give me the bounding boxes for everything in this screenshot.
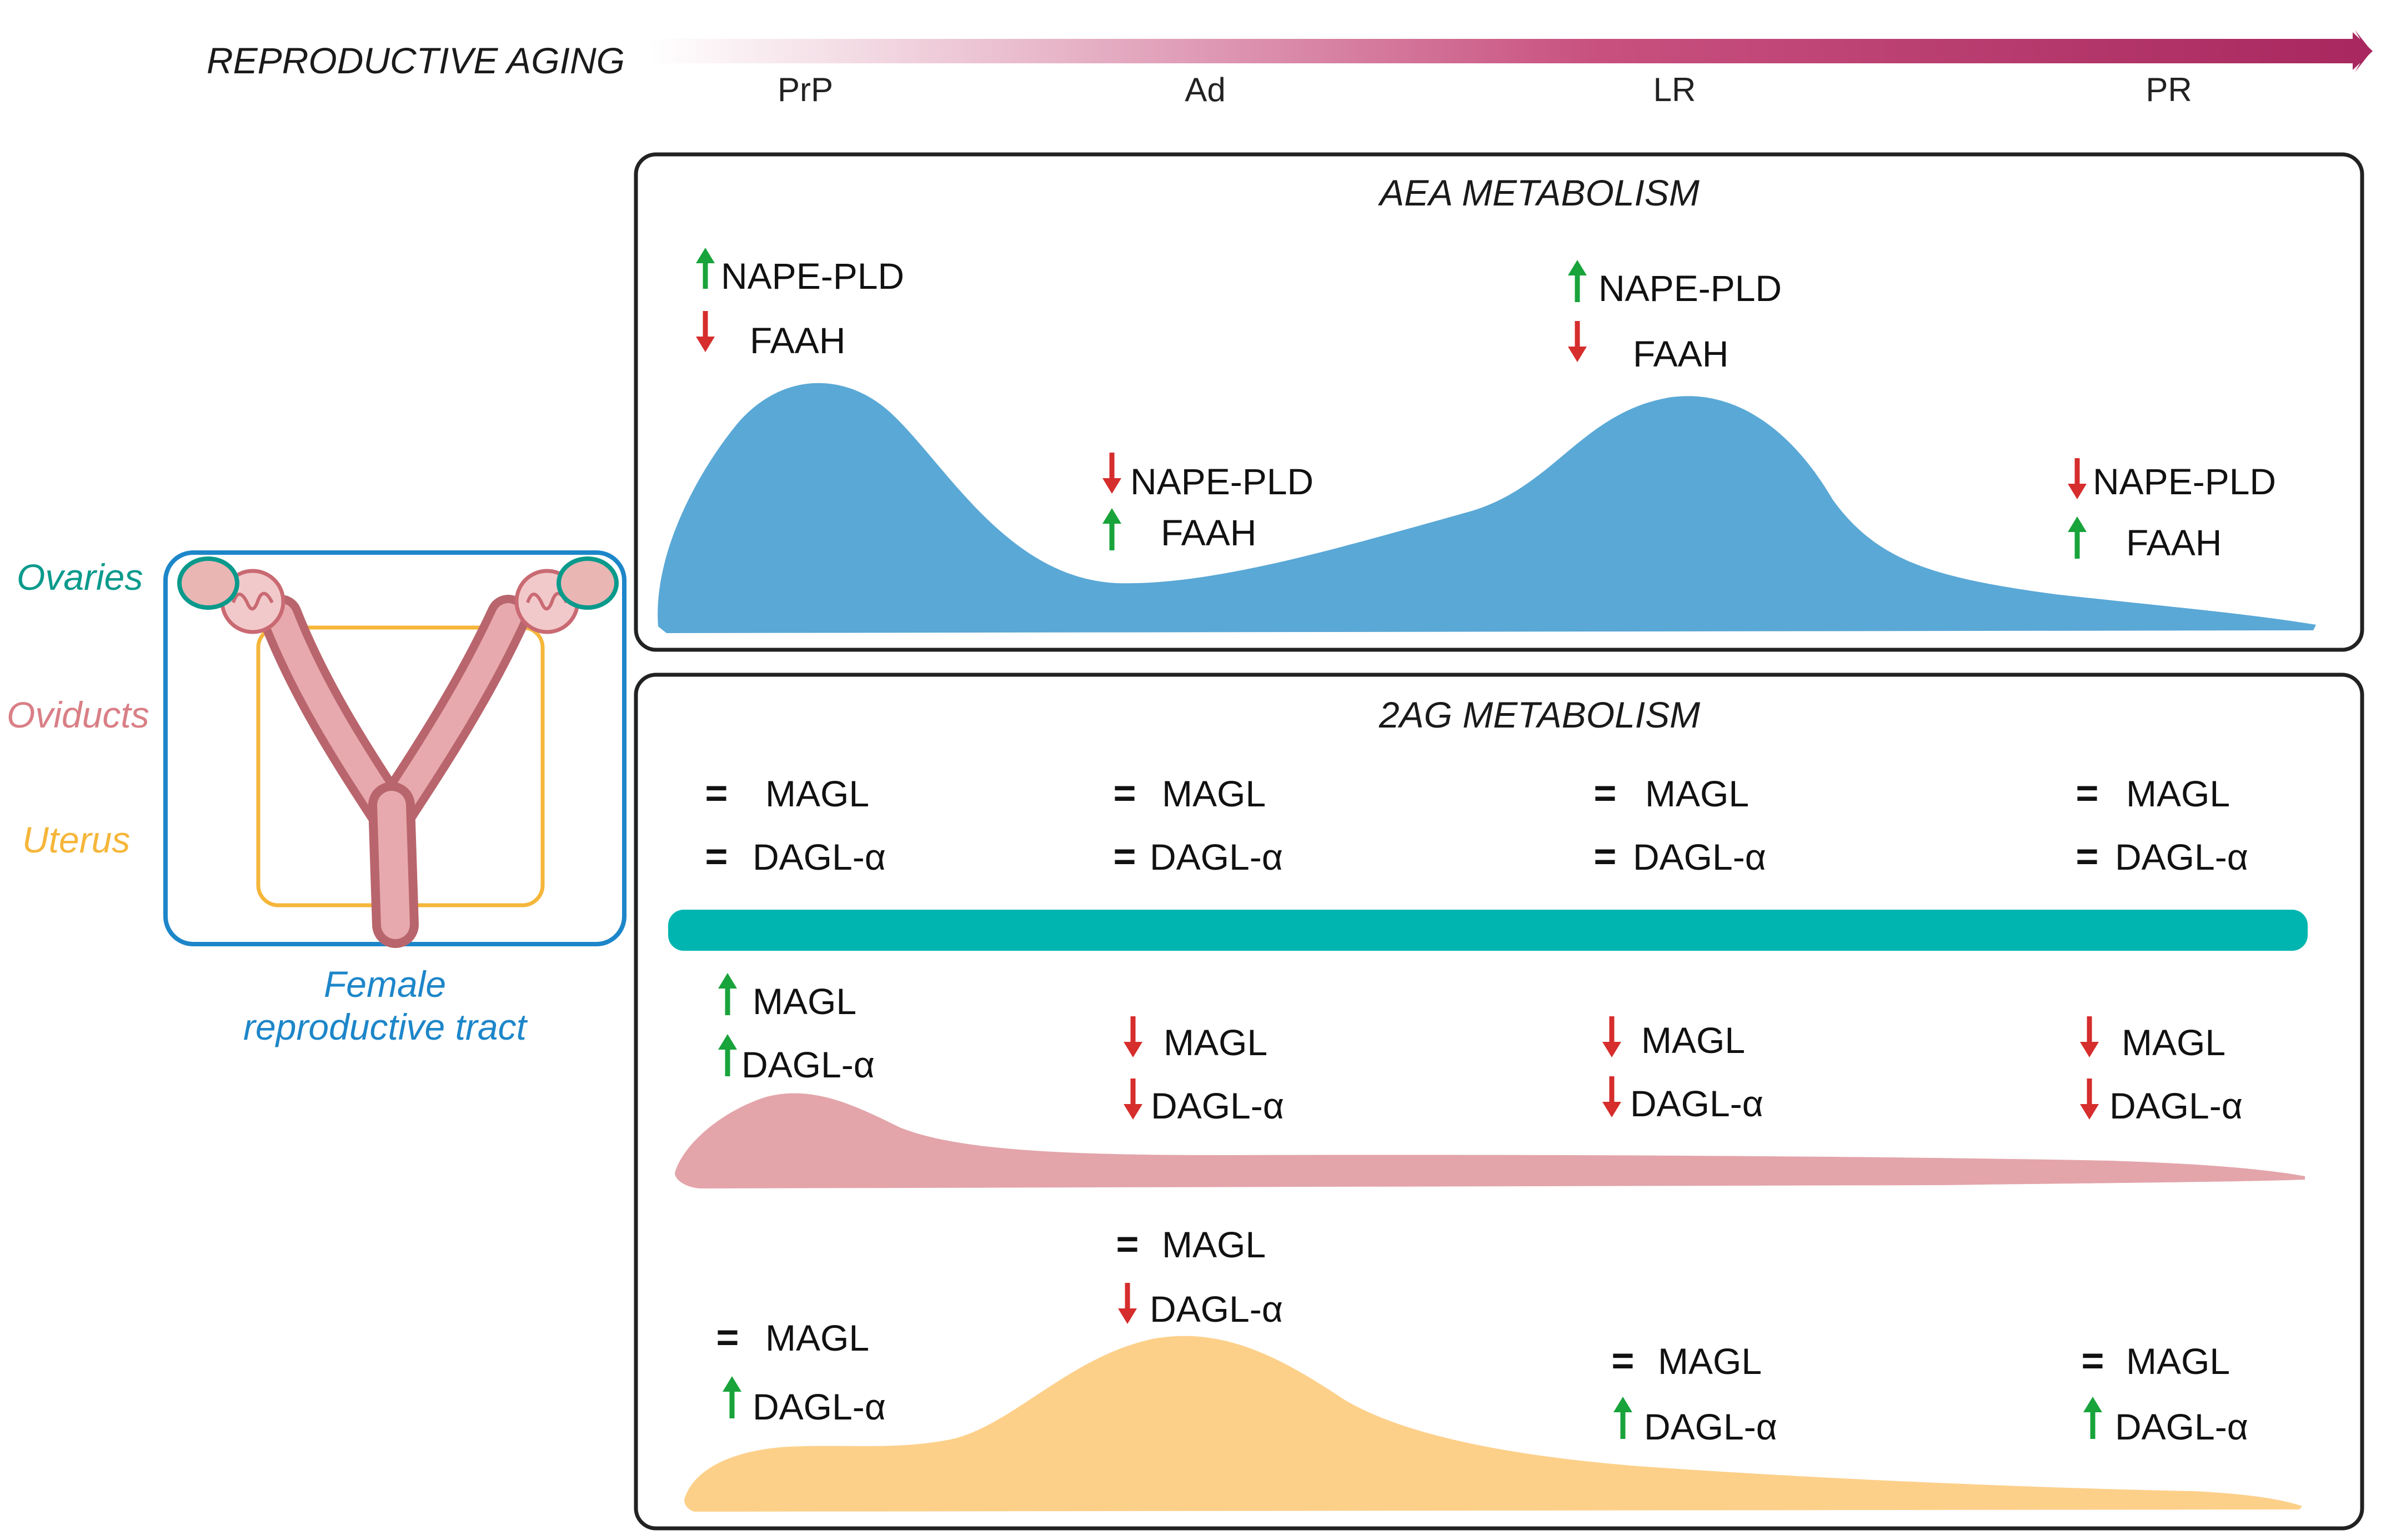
ag2-enzyme-label: MAGL xyxy=(1164,1022,1267,1063)
equal-sign-icon: = xyxy=(1612,1339,1635,1382)
equal-sign-icon: = xyxy=(705,771,728,815)
aea-enzyme-label: NAPE-PLD xyxy=(1130,461,1314,502)
cervix-tube-inner xyxy=(377,791,410,939)
ag2-panel-title: 2AG METABOLISM xyxy=(1379,694,1700,735)
oviducts-level-curve xyxy=(675,1093,2305,1188)
down-arrow-icon xyxy=(1102,453,1121,494)
equal-sign-icon: = xyxy=(2076,835,2099,878)
aea-enzyme-label: FAAH xyxy=(750,320,845,361)
aea-panel-title: AEA METABOLISM xyxy=(1377,172,1700,213)
ag2-enzyme-label: DAGL-α xyxy=(2115,1406,2248,1447)
ag2-enzyme-label: DAGL-α xyxy=(1150,1288,1283,1330)
equal-sign-icon: = xyxy=(1594,835,1617,878)
up-arrow-icon xyxy=(696,248,715,289)
down-arrow-icon xyxy=(1568,321,1587,362)
aea-enzyme-label: NAPE-PLD xyxy=(721,255,904,297)
ag2-ovaries-annotations: = MAGL = DAGL-α = MAGL = DAGL-α = MAGL =… xyxy=(705,771,2248,878)
stage-label-ad: Ad xyxy=(1185,71,1225,108)
oviduct-left-coil xyxy=(232,591,274,611)
legend-tract-line2: reproductive tract xyxy=(243,1006,528,1047)
ag2-enzyme-label: MAGL xyxy=(1658,1341,1762,1382)
ag2-enzyme-label: MAGL xyxy=(2126,1341,2230,1382)
legend-tract-line1: Female xyxy=(324,964,446,1005)
aea-annotations-ad: NAPE-PLD FAAH xyxy=(1102,453,1314,553)
ag2-enzyme-label: MAGL xyxy=(1641,1020,1745,1061)
ag2-enzyme-label: DAGL-α xyxy=(2115,836,2248,877)
up-arrow-icon xyxy=(1613,1397,1632,1439)
ovary-right-icon xyxy=(557,556,619,610)
equal-sign-icon: = xyxy=(2076,771,2099,815)
down-arrow-icon xyxy=(1124,1078,1142,1120)
equal-sign-icon: = xyxy=(2082,1339,2104,1382)
ag2-enzyme-label: DAGL-α xyxy=(2109,1085,2243,1126)
aging-arrow xyxy=(650,30,2373,72)
ag2-oviducts-annotations: MAGL DAGL-α MAGL DAGL-α MAGL DAGL-α MAGL… xyxy=(718,973,2243,1126)
ovaries-level-bar xyxy=(668,910,2308,951)
aging-arrow-tip xyxy=(2353,32,2373,70)
ag2-enzyme-label: MAGL xyxy=(2122,1022,2225,1063)
equal-sign-icon: = xyxy=(1114,835,1136,878)
down-arrow-icon xyxy=(696,311,715,352)
aging-arrow-shaft xyxy=(650,39,2360,63)
aea-enzyme-label: FAAH xyxy=(1633,333,1728,374)
ag2-enzyme-label: MAGL xyxy=(1162,773,1266,814)
up-arrow-icon xyxy=(723,1376,741,1418)
female-reproductive-tract-illustration xyxy=(163,550,626,948)
ag2-enzyme-label: DAGL-α xyxy=(1644,1406,1777,1447)
up-arrow-icon xyxy=(718,1034,737,1076)
aging-axis-label: REPRODUCTIVE AGING xyxy=(207,40,625,81)
ag2-enzyme-label: DAGL-α xyxy=(1151,1085,1284,1126)
equal-sign-icon: = xyxy=(1594,771,1617,815)
legend-ovaries: Ovaries xyxy=(17,556,143,598)
aea-enzyme-label: NAPE-PLD xyxy=(2093,461,2276,502)
ag2-panel xyxy=(634,673,2364,1531)
down-arrow-icon xyxy=(1602,1076,1621,1117)
ag2-enzyme-label: DAGL-α xyxy=(753,1386,886,1427)
equal-sign-icon: = xyxy=(1116,1222,1139,1266)
aea-annotations-prp: NAPE-PLD FAAH xyxy=(696,248,904,361)
equal-sign-icon: = xyxy=(705,835,728,878)
up-arrow-icon xyxy=(2083,1397,2102,1439)
down-arrow-icon xyxy=(2080,1016,2099,1057)
ag2-enzyme-label: MAGL xyxy=(765,1317,869,1358)
stage-label-pr: PR xyxy=(2146,71,2192,108)
ag2-enzyme-label: MAGL xyxy=(1162,1224,1266,1265)
ag2-enzyme-label: MAGL xyxy=(1645,773,1749,814)
legend-oviducts: Oviducts xyxy=(7,694,149,735)
ag2-enzyme-label: MAGL xyxy=(753,981,856,1022)
up-arrow-icon xyxy=(2068,516,2087,559)
aea-level-curve xyxy=(658,383,2316,633)
stage-label-prp: PrP xyxy=(778,71,833,108)
down-arrow-icon xyxy=(1124,1016,1142,1057)
aea-enzyme-label: NAPE-PLD xyxy=(1598,268,1782,309)
down-arrow-icon xyxy=(1118,1283,1137,1324)
up-arrow-icon xyxy=(718,973,737,1015)
ag2-enzyme-label: MAGL xyxy=(765,773,869,814)
aea-enzyme-label: FAAH xyxy=(2126,522,2222,563)
down-arrow-icon xyxy=(1602,1016,1621,1057)
aea-annotations-lr: NAPE-PLD FAAH xyxy=(1568,260,1782,374)
ag2-enzyme-label: MAGL xyxy=(2126,773,2230,814)
legend-uterus: Uterus xyxy=(22,819,130,860)
ag2-enzyme-label: DAGL-α xyxy=(753,836,886,877)
ag2-enzyme-label: DAGL-α xyxy=(1150,836,1283,877)
stage-label-lr: LR xyxy=(1653,71,1696,108)
aea-panel xyxy=(634,152,2364,652)
down-arrow-icon xyxy=(2068,458,2087,499)
aea-enzyme-label: FAAH xyxy=(1161,512,1256,553)
uterus-level-curve xyxy=(684,1336,2302,1512)
ag2-enzyme-label: DAGL-α xyxy=(1633,836,1766,877)
ag2-enzyme-label: DAGL-α xyxy=(741,1044,875,1085)
aea-annotations-pr: NAPE-PLD FAAH xyxy=(2068,458,2276,563)
up-arrow-icon xyxy=(1102,508,1121,550)
down-arrow-icon xyxy=(2080,1078,2099,1120)
equal-sign-icon: = xyxy=(1114,771,1136,815)
up-arrow-icon xyxy=(1568,260,1587,302)
ovary-left-icon xyxy=(177,556,239,610)
ag2-enzyme-label: DAGL-α xyxy=(1630,1083,1763,1124)
equal-sign-icon: = xyxy=(716,1316,739,1359)
ag2-uterus-annotations: = MAGL DAGL-α = MAGL DAGL-α = MAGL DAGL-… xyxy=(716,1222,2248,1447)
